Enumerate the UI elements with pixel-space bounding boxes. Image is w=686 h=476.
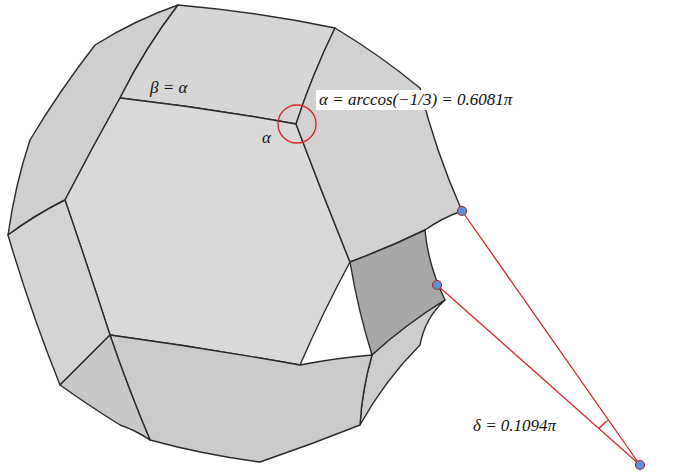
angle-label: β = α	[150, 78, 187, 98]
angle-label: α	[262, 128, 271, 148]
face	[360, 300, 445, 425]
face	[60, 335, 150, 440]
construction-line	[437, 285, 640, 465]
angle-label: δ = 0.1094π	[470, 416, 559, 436]
construction-line	[462, 211, 640, 465]
point-marker	[433, 281, 442, 290]
angle-arc	[599, 420, 609, 429]
face	[296, 28, 462, 262]
angle-formula: α = arccos(−1/3) = 0.6081π	[316, 90, 515, 110]
face	[110, 335, 372, 462]
angle-circle	[278, 105, 316, 143]
point-marker	[636, 461, 645, 470]
point-marker	[458, 207, 467, 216]
